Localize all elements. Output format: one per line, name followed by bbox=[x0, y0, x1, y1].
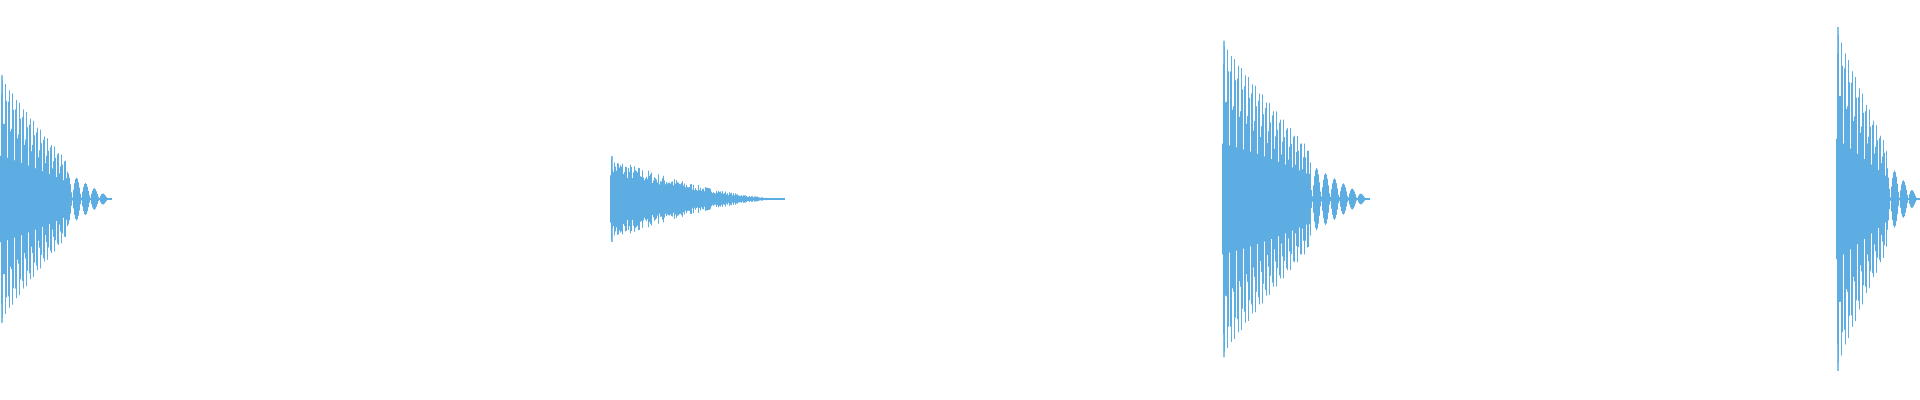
waveform-hit-1 bbox=[0, 75, 112, 323]
waveform-hit-3 bbox=[1222, 40, 1370, 358]
waveform-hit-2 bbox=[610, 156, 785, 242]
waveform-hit-4 bbox=[1836, 27, 1920, 371]
waveform-hits bbox=[0, 27, 1920, 371]
